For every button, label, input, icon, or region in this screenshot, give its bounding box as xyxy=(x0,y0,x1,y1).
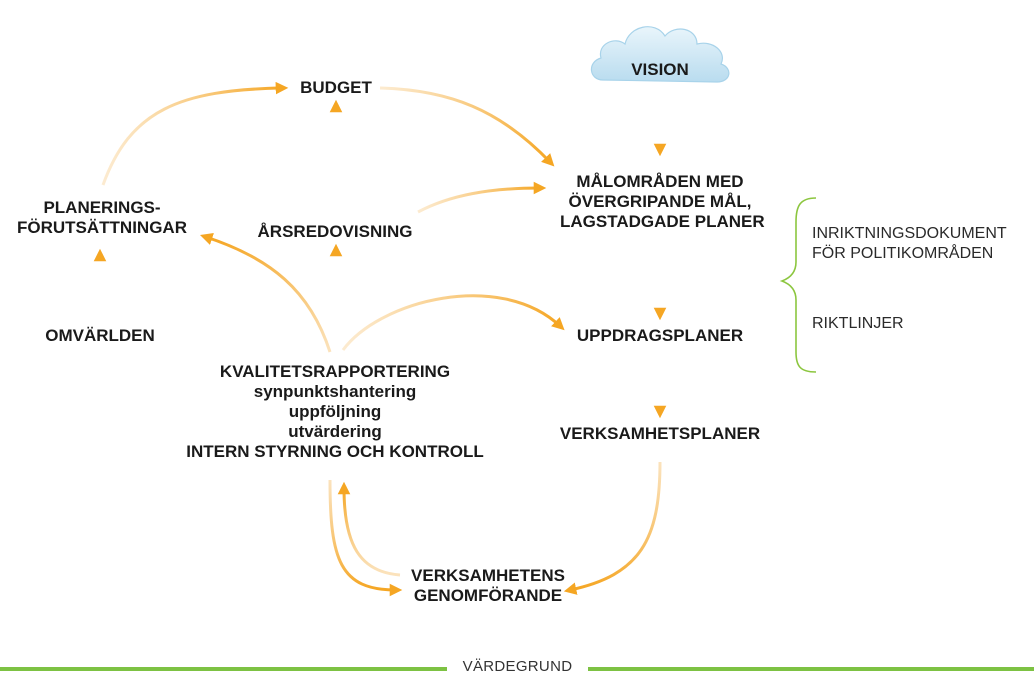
verksamhetsplaner-node: VERKSAMHETSPLANER xyxy=(550,424,770,444)
arsredovisning-node: ÅRSREDOVISNING xyxy=(250,222,420,242)
kvalitet-line-1: KVALITETSRAPPORTERING xyxy=(219,362,451,381)
arrow-budget-to-malomraden xyxy=(379,86,555,167)
genomforande-line-1: VERKSAMHETENS xyxy=(411,566,565,585)
foundation-label: VÄRDEGRUND xyxy=(462,658,573,675)
foundation-bar: VÄRDEGRUND xyxy=(0,658,1034,676)
omvarlden-node: OMVÄRLDEN xyxy=(30,326,170,346)
arrow-genomforande-to-kvalitet xyxy=(337,481,401,577)
budget-label: BUDGET xyxy=(300,78,372,97)
inriktning-label: INRIKTNINGSDOKUMENT FÖR POLITIKOMRÅDEN xyxy=(812,224,1007,264)
arrow-kvalitet-to-genomforande xyxy=(328,479,403,597)
budget-node: BUDGET xyxy=(288,78,384,98)
arrow-verksamhetsplaner-to-genomforande xyxy=(563,461,662,595)
riktlinjer-text: RIKTLINJER xyxy=(812,315,904,332)
foundation-line-right xyxy=(588,667,1034,671)
inriktning-line-2: FÖR POLITIKOMRÅDEN xyxy=(812,245,994,262)
kvalitet-node: KVALITETSRAPPORTERING synpunktshantering… xyxy=(170,362,500,462)
arsredovisning-label: ÅRSREDOVISNING xyxy=(257,222,413,241)
uppdragsplaner-label: UPPDRAGSPLANER xyxy=(576,326,744,345)
genomforande-node: VERKSAMHETENS GENOMFÖRANDE xyxy=(398,566,578,606)
planering-node: PLANERINGS- FÖRUTSÄTTNINGAR xyxy=(12,198,192,238)
kvalitet-line-3: uppföljning xyxy=(288,402,382,421)
malomraden-line-2: ÖVERGRIPANDE MÅL, xyxy=(568,192,752,211)
cloud-icon xyxy=(590,26,730,83)
inriktning-line-1: INRIKTNINGSDOKUMENT xyxy=(812,225,1007,242)
kvalitet-line-2: synpunktshantering xyxy=(253,382,417,401)
malomraden-node: MÅLOMRÅDEN MED ÖVERGRIPANDE MÅL, LAGSTAD… xyxy=(560,172,765,232)
foundation-line-left xyxy=(0,667,447,671)
omvarlden-label: OMVÄRLDEN xyxy=(45,326,155,345)
arrow-kvalitet-to-uppdragsplaner xyxy=(341,294,565,351)
arrow-arsredovisning-to-malomraden xyxy=(417,181,547,214)
malomraden-line-1: MÅLOMRÅDEN MED xyxy=(576,172,744,191)
brace xyxy=(779,197,817,373)
verksamhetsplaner-label: VERKSAMHETSPLANER xyxy=(559,424,761,443)
vision-label: VISION xyxy=(631,60,689,79)
malomraden-line-3: LAGSTADGADE PLANER xyxy=(560,212,765,231)
genomforande-line-2: GENOMFÖRANDE xyxy=(413,586,563,605)
planering-line-2: FÖRUTSÄTTNINGAR xyxy=(17,218,187,237)
planering-line-1: PLANERINGS- xyxy=(43,198,161,217)
arrow-planering-to-budget xyxy=(101,81,289,186)
riktlinjer-label: RIKTLINJER xyxy=(812,314,904,334)
vision-cloud: VISION xyxy=(585,10,735,86)
kvalitet-line-5: INTERN STYRNING OCH KONTROLL xyxy=(186,442,484,461)
uppdragsplaner-node: UPPDRAGSPLANER xyxy=(568,326,752,346)
arrow-kvalitet-to-planering xyxy=(200,232,332,353)
kvalitet-line-4: utvärdering xyxy=(288,422,382,441)
